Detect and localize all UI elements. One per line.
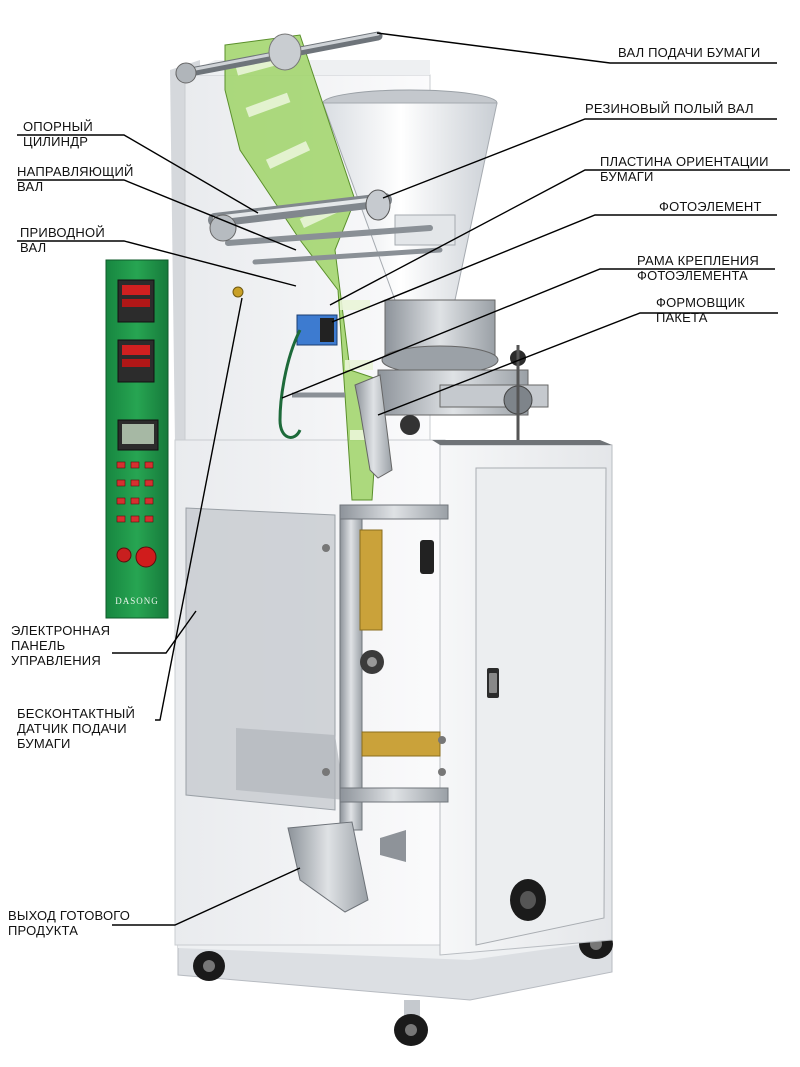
caster-wheel — [193, 951, 225, 981]
label-photocell-mount-frame: РАМА КРЕПЛЕНИЯ ФОТОЭЛЕМЕНТА — [637, 253, 759, 283]
label-paper-feed-shaft: ВАЛ ПОДАЧИ БУМАГИ — [618, 45, 761, 60]
label-paper-orientation-plate: ПЛАСТИНА ОРИЕНТАЦИИ БУМАГИ — [600, 154, 769, 184]
caster-wheel — [394, 1000, 428, 1046]
label-rubber-hollow-shaft: РЕЗИНОВЫЙ ПОЛЫЙ ВАЛ — [585, 101, 754, 116]
transparent-guard — [185, 507, 345, 811]
leader-lines — [17, 32, 790, 926]
label-bag-former: ФОРМОВЩИК ПАКЕТА — [656, 295, 746, 325]
label-product-outlet: ВЫХОД ГОТОВОГО ПРОДУКТА — [8, 908, 131, 938]
label-photocell: ФОТОЭЛЕМЕНТ — [659, 199, 762, 214]
label-proximity-sensor: БЕСКОНТАКТНЫЙ ДАТЧИК ПОДАЧИ БУМАГИ — [17, 706, 136, 751]
sealing-frame — [322, 504, 449, 831]
label-guide-shaft: НАПРАВЛЯЮЩИЙ ВАЛ — [17, 164, 134, 194]
label-drive-shaft: ПРИВОДНОЙ ВАЛ — [20, 225, 105, 255]
paper-feed-shaft — [175, 31, 383, 84]
panel-brand: DASONG — [115, 596, 159, 606]
photocell-unit — [278, 314, 345, 439]
right-cabinet — [432, 440, 613, 956]
bag-former-assembly — [354, 299, 549, 479]
label-control-panel: ЭЛЕКТРОННАЯ ПАНЕЛЬ УПРАВЛЕНИЯ — [11, 623, 111, 668]
roller-assembly — [208, 189, 443, 298]
label-support-cylinder: ОПОРНЫЙ ЦИЛИНДР — [23, 119, 93, 149]
outlet-chute — [287, 821, 406, 913]
control-panel: DASONG — [105, 259, 169, 619]
